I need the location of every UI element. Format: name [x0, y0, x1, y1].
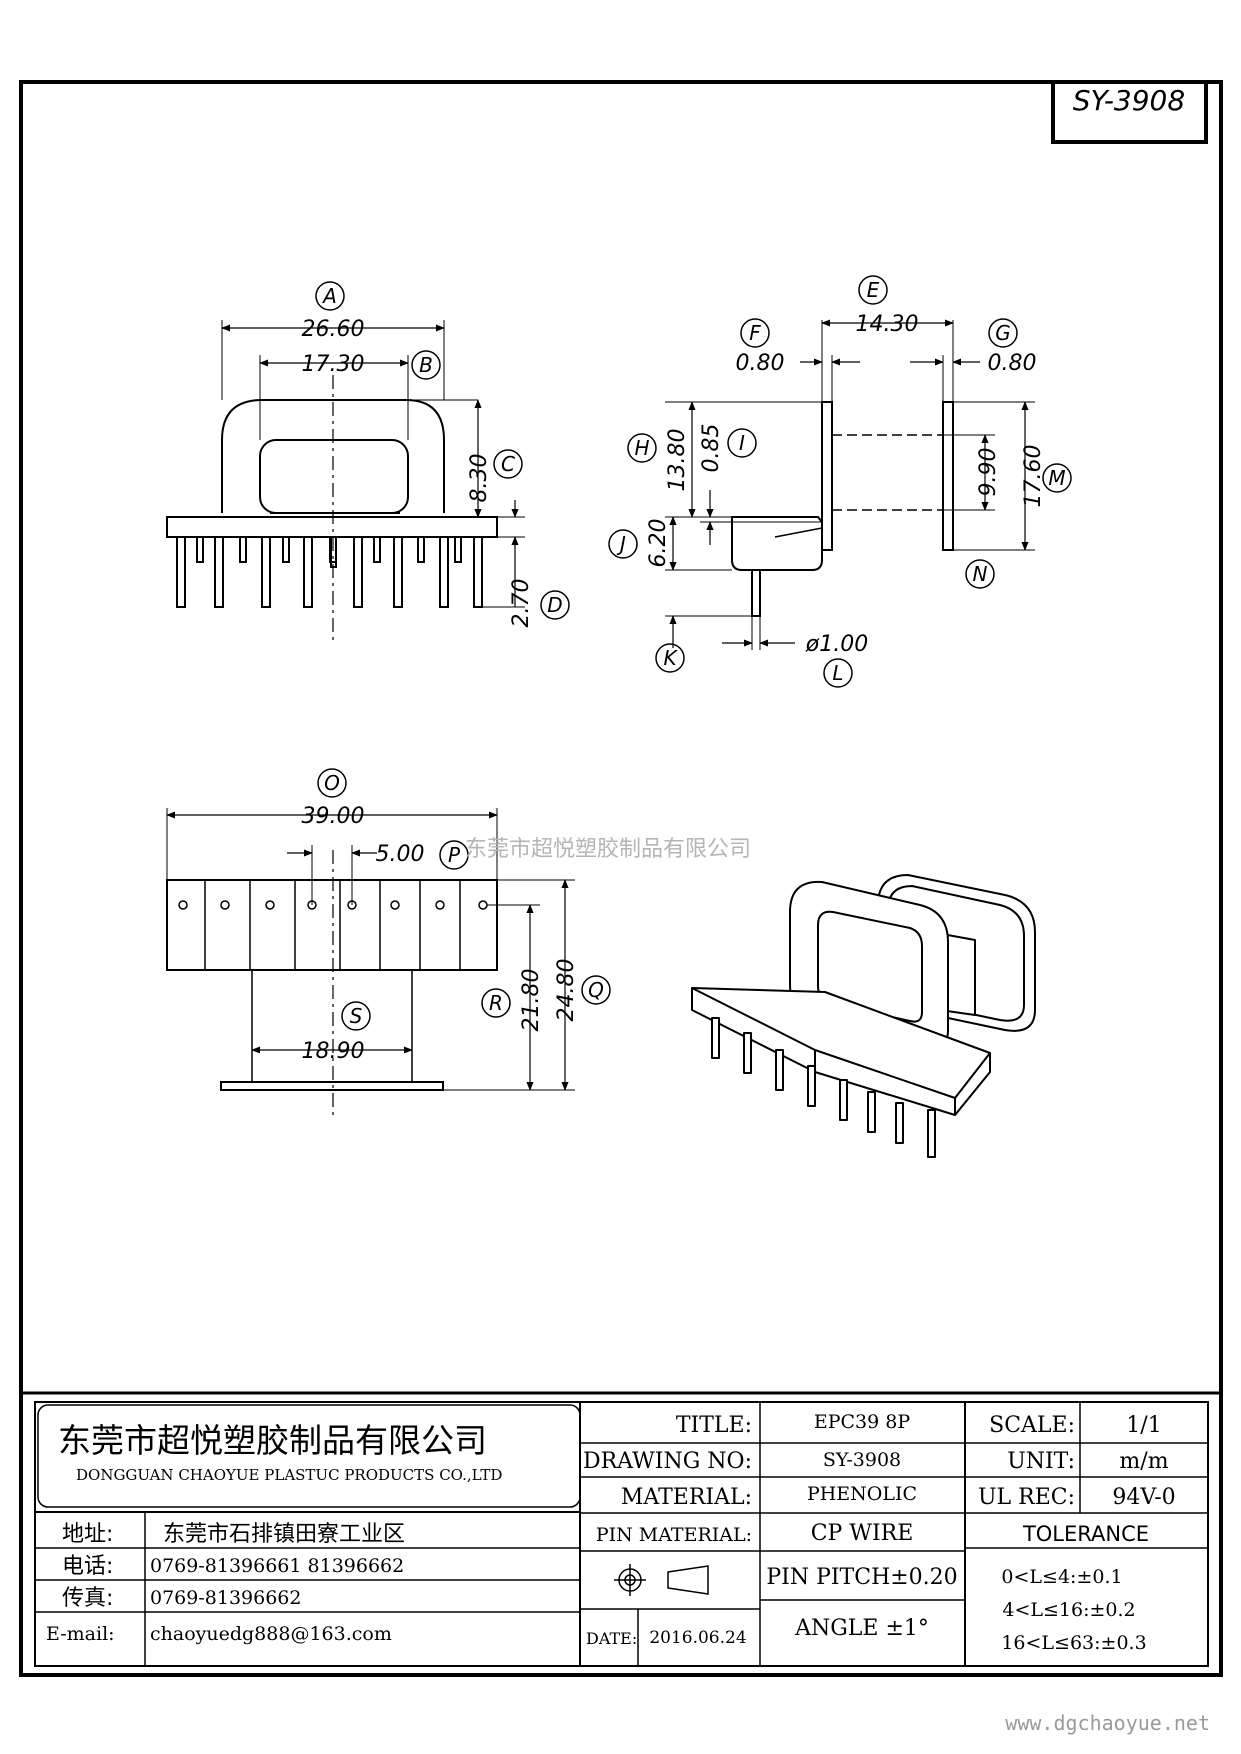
dim-j: 6.20: [646, 519, 671, 568]
balloon-h: H: [634, 436, 649, 460]
balloon-o: O: [324, 771, 340, 795]
dim-o: 39.00: [302, 804, 365, 829]
sheet-frame: [19, 80, 1223, 1677]
tolerance-row-2: 4<L≤16:±0.2: [1002, 1599, 1135, 1621]
front-dim-text: 26.60 17.30 8.30 2.70: [302, 317, 534, 627]
ul-label: UL REC:: [978, 1485, 1075, 1510]
drawing-number-box: SY-3908: [1051, 80, 1208, 144]
unit-value: m/m: [1119, 1449, 1168, 1474]
projection-symbol-icon: [614, 1564, 709, 1596]
balloon-c: C: [501, 452, 515, 476]
pin-material-label: PIN MATERIAL:: [596, 1524, 752, 1546]
title-block: [21, 1391, 1221, 1667]
balloon-f: F: [749, 321, 761, 345]
date-value: 2016.06.24: [649, 1628, 746, 1648]
bottom-view: [166, 808, 575, 1115]
email-label: E-mail:: [46, 1623, 115, 1645]
dim-p: 5.00: [376, 842, 425, 867]
bottom-dim-text: 39.00 5.00 24.80 21.80 18.90: [302, 804, 579, 1064]
balloon-p: P: [448, 843, 461, 867]
side-dim-text: 14.30 0.80 0.80 13.80 0.85 6.20 ø1.00 17…: [646, 312, 1046, 657]
dim-r: 21.80: [519, 969, 544, 1032]
dim-l: ø1.00: [805, 632, 868, 657]
balloon-r: R: [489, 991, 503, 1015]
dim-i: 0.85: [699, 424, 724, 473]
company-name-cn: 东莞市超悦塑胶制品有限公司: [58, 1421, 487, 1460]
fax-label: 传真:: [62, 1586, 113, 1611]
balloon-q: Q: [588, 978, 604, 1002]
front-view: [166, 320, 525, 640]
dim-d: 2.70: [509, 579, 534, 628]
balloon-a: A: [321, 284, 337, 308]
title-value: EPC39 8P: [814, 1411, 910, 1433]
balloon-b: B: [419, 353, 433, 377]
balloon-g: G: [995, 321, 1011, 345]
date-label: DATE:: [586, 1629, 637, 1648]
dim-b: 17.30: [302, 352, 365, 377]
front-pins: [176, 536, 483, 608]
angle-tolerance: ANGLE ±1°: [794, 1616, 929, 1641]
balloon-i: I: [739, 431, 745, 455]
dim-n: 9.90: [976, 448, 1001, 497]
dim-h: 13.80: [665, 429, 690, 492]
address-value: 东莞市石排镇田寮工业区: [163, 1522, 405, 1547]
balloon-m: M: [1048, 466, 1065, 490]
dim-e: 14.30: [856, 312, 919, 337]
balloon-n: N: [973, 562, 988, 586]
tolerance-label: TOLERANCE: [1022, 1522, 1149, 1546]
watermark-text: 东莞市超悦塑胶制品有限公司: [465, 837, 751, 862]
website-url: www.dgchaoyue.net: [1005, 1711, 1210, 1735]
address-label: 地址:: [62, 1522, 113, 1547]
dim-s: 18.90: [302, 1039, 365, 1064]
side-view: [665, 319, 1035, 650]
dim-m: 17.60: [1021, 445, 1046, 508]
balloon-s: S: [350, 1004, 363, 1028]
bottom-balloons: O P Q R S: [317, 768, 611, 1031]
isometric-view: [691, 874, 1036, 1158]
balloon-e: E: [867, 278, 880, 302]
front-balloons: A B C D: [315, 281, 570, 620]
ul-value: 94V-0: [1112, 1485, 1175, 1510]
material-value: PHENOLIC: [807, 1483, 917, 1505]
fax-value: 0769-81396662: [150, 1587, 301, 1609]
tolerance-row-1: 0<L≤4:±0.1: [1001, 1566, 1122, 1588]
title-label: TITLE:: [676, 1413, 752, 1438]
isometric-pins: [711, 1017, 936, 1158]
balloon-l: L: [832, 661, 843, 685]
tolerance-row-3: 16<L≤63:±0.3: [1001, 1632, 1146, 1654]
balloon-d: D: [547, 593, 562, 617]
phone-value: 0769-81396661 81396662: [150, 1555, 404, 1577]
balloon-k: K: [663, 646, 678, 670]
drawing-no-label: DRAWING NO:: [583, 1449, 752, 1474]
dim-c: 8.30: [467, 454, 492, 503]
pin-material-value: CP WIRE: [811, 1521, 914, 1546]
scale-label: SCALE:: [989, 1413, 1075, 1438]
balloon-j: J: [616, 532, 626, 556]
title-block-text: 东莞市超悦塑胶制品有限公司 DONGGUAN CHAOYUE PLASTUC P…: [46, 1411, 1176, 1654]
dim-q: 24.80: [554, 959, 579, 1022]
phone-label: 电话:: [62, 1554, 113, 1579]
scale-value: 1/1: [1126, 1413, 1161, 1438]
company-name-en: DONGGUAN CHAOYUE PLASTUC PRODUCTS CO.,LT…: [76, 1466, 502, 1484]
dim-g: 0.80: [988, 351, 1037, 376]
drawing-number: SY-3908: [1073, 84, 1185, 117]
side-balloons: E F G H I J K L M N: [608, 275, 1072, 688]
material-label: MATERIAL:: [621, 1485, 752, 1510]
dim-f: 0.80: [736, 351, 785, 376]
dim-a: 26.60: [302, 317, 365, 342]
unit-label: UNIT:: [1007, 1449, 1075, 1474]
email-value: chaoyuedg888@163.com: [150, 1623, 392, 1645]
drawing-no-value: SY-3908: [823, 1449, 901, 1471]
pin-pitch: PIN PITCH±0.20: [766, 1565, 957, 1590]
